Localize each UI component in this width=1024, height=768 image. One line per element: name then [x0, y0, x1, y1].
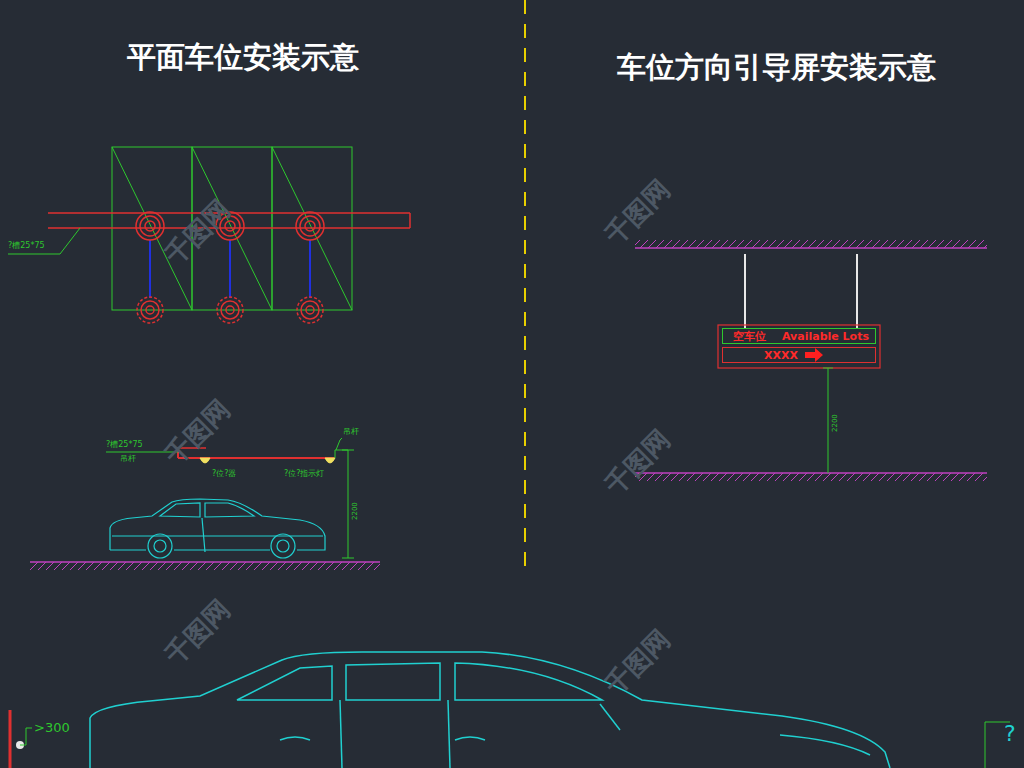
cable-tray-label: ?槽25*75 — [106, 441, 143, 450]
screen-panel: 空车位 Available Lots — [722, 328, 876, 344]
dimension: 2200 — [352, 502, 360, 520]
elevation-view-part — [342, 558, 354, 559]
part-label: 吊杆 — [343, 428, 359, 437]
screen-text: XXXX — [764, 350, 798, 361]
parking-plan-part-part — [146, 306, 154, 314]
large-car-detail-part — [90, 652, 890, 768]
elevation-view-part — [200, 458, 210, 463]
guide-screen-elevation — [635, 240, 987, 481]
parking-plan — [8, 147, 410, 323]
parking-plan-part-part — [296, 212, 324, 240]
large-car-detail-part-part — [237, 666, 332, 700]
large-car-detail — [10, 652, 1010, 768]
large-car-detail-part-part — [600, 704, 620, 730]
elevation-view-part-part — [205, 503, 254, 517]
elevation-view-part-part — [202, 518, 205, 552]
large-car-detail-part-part — [90, 652, 890, 768]
divider-line-part — [524, 0, 526, 572]
elevation-view-part — [30, 562, 380, 570]
elevation-view-part — [336, 438, 342, 450]
dimension: 2200 — [832, 414, 840, 432]
elevation-view-part — [325, 458, 335, 463]
cable-tray-label: ?槽25*75 — [8, 242, 45, 251]
parking-plan-part — [8, 228, 80, 254]
dimension: >300 — [34, 721, 70, 735]
parking-plan-part-part — [221, 301, 239, 319]
part-label: ?位?指示灯 — [284, 470, 325, 479]
watermark: 千图网 — [600, 625, 675, 700]
elevation-view-part-part — [160, 503, 200, 517]
guide-screen-elevation-part — [635, 240, 987, 248]
parking-plan-part-part — [306, 306, 314, 314]
large-car-detail-part-part — [280, 737, 310, 740]
screen-text: 空车位 — [733, 331, 766, 342]
part-label: ?位?器 — [212, 470, 237, 479]
parking-plan-part-part — [145, 221, 155, 231]
parking-plan-part-part — [141, 301, 159, 319]
parking-plan-part-part — [136, 212, 164, 240]
large-car-detail-part-part — [455, 663, 602, 700]
view-title: 车位方向引导屏安装示意 — [611, 52, 941, 84]
parking-plan-part-part — [137, 297, 163, 323]
watermark: 千图网 — [160, 595, 235, 670]
screen-text: Available Lots — [782, 331, 869, 342]
elevation-view-part — [110, 499, 325, 558]
parking-plan-part-part — [140, 216, 160, 236]
large-car-detail-part-part — [780, 735, 870, 755]
watermark: 千图网 — [600, 425, 675, 500]
parking-plan-part-part — [217, 297, 243, 323]
elevation-view-part-part — [110, 499, 325, 550]
view-title: 平面车位安装示意 — [83, 42, 403, 74]
divider-line — [525, 0, 526, 572]
elevation-view-part-part — [271, 534, 295, 558]
elevation-view-part — [335, 450, 348, 558]
guide-screen-elevation-part — [823, 368, 833, 369]
guide-screen-elevation-part — [635, 472, 987, 474]
parking-plan-part — [309, 240, 311, 298]
guide-screen-elevation-part — [828, 368, 829, 473]
elevation-view-part-part — [148, 534, 172, 558]
parking-plan-part — [409, 213, 411, 228]
large-car-detail-part-part — [340, 700, 342, 768]
parking-plan-part — [48, 227, 410, 229]
guide-screen-elevation-part — [856, 254, 858, 328]
elevation-view-part — [342, 450, 354, 451]
parking-plan-part-part — [226, 306, 234, 314]
watermark: 千图网 — [600, 175, 675, 250]
parking-plan-part-part — [300, 216, 320, 236]
parking-plan-part — [229, 240, 231, 298]
guide-screen-elevation-part — [718, 325, 880, 368]
large-car-detail-part-part — [448, 700, 450, 768]
callout-mark: ? — [1004, 722, 1016, 746]
large-car-detail-part — [20, 728, 32, 745]
elevation-view-part-part — [154, 540, 166, 552]
watermark: 千图网 — [160, 195, 235, 270]
parking-plan-part-part — [297, 297, 323, 323]
elevation-view-part — [30, 561, 380, 563]
screen-panel: XXXX — [722, 347, 876, 363]
guide-screen-elevation-part — [635, 247, 987, 249]
parking-plan-part-part — [301, 301, 319, 319]
part-label: 吊杆 — [120, 455, 136, 464]
parking-plan-part-part — [305, 221, 315, 231]
parking-plan-part — [136, 212, 324, 323]
guide-screen-elevation-part — [635, 473, 987, 481]
parking-plan-part — [149, 240, 151, 298]
large-car-detail-part — [9, 710, 12, 768]
guide-screen-elevation-part — [744, 254, 746, 328]
guide-screen-elevation-part — [805, 348, 823, 362]
large-car-detail-part-part — [346, 663, 440, 700]
elevation-view-part-part — [277, 540, 289, 552]
elevation-view — [30, 438, 380, 570]
large-car-detail-part-part — [455, 737, 485, 740]
elevation-view-part-part — [112, 535, 323, 536]
